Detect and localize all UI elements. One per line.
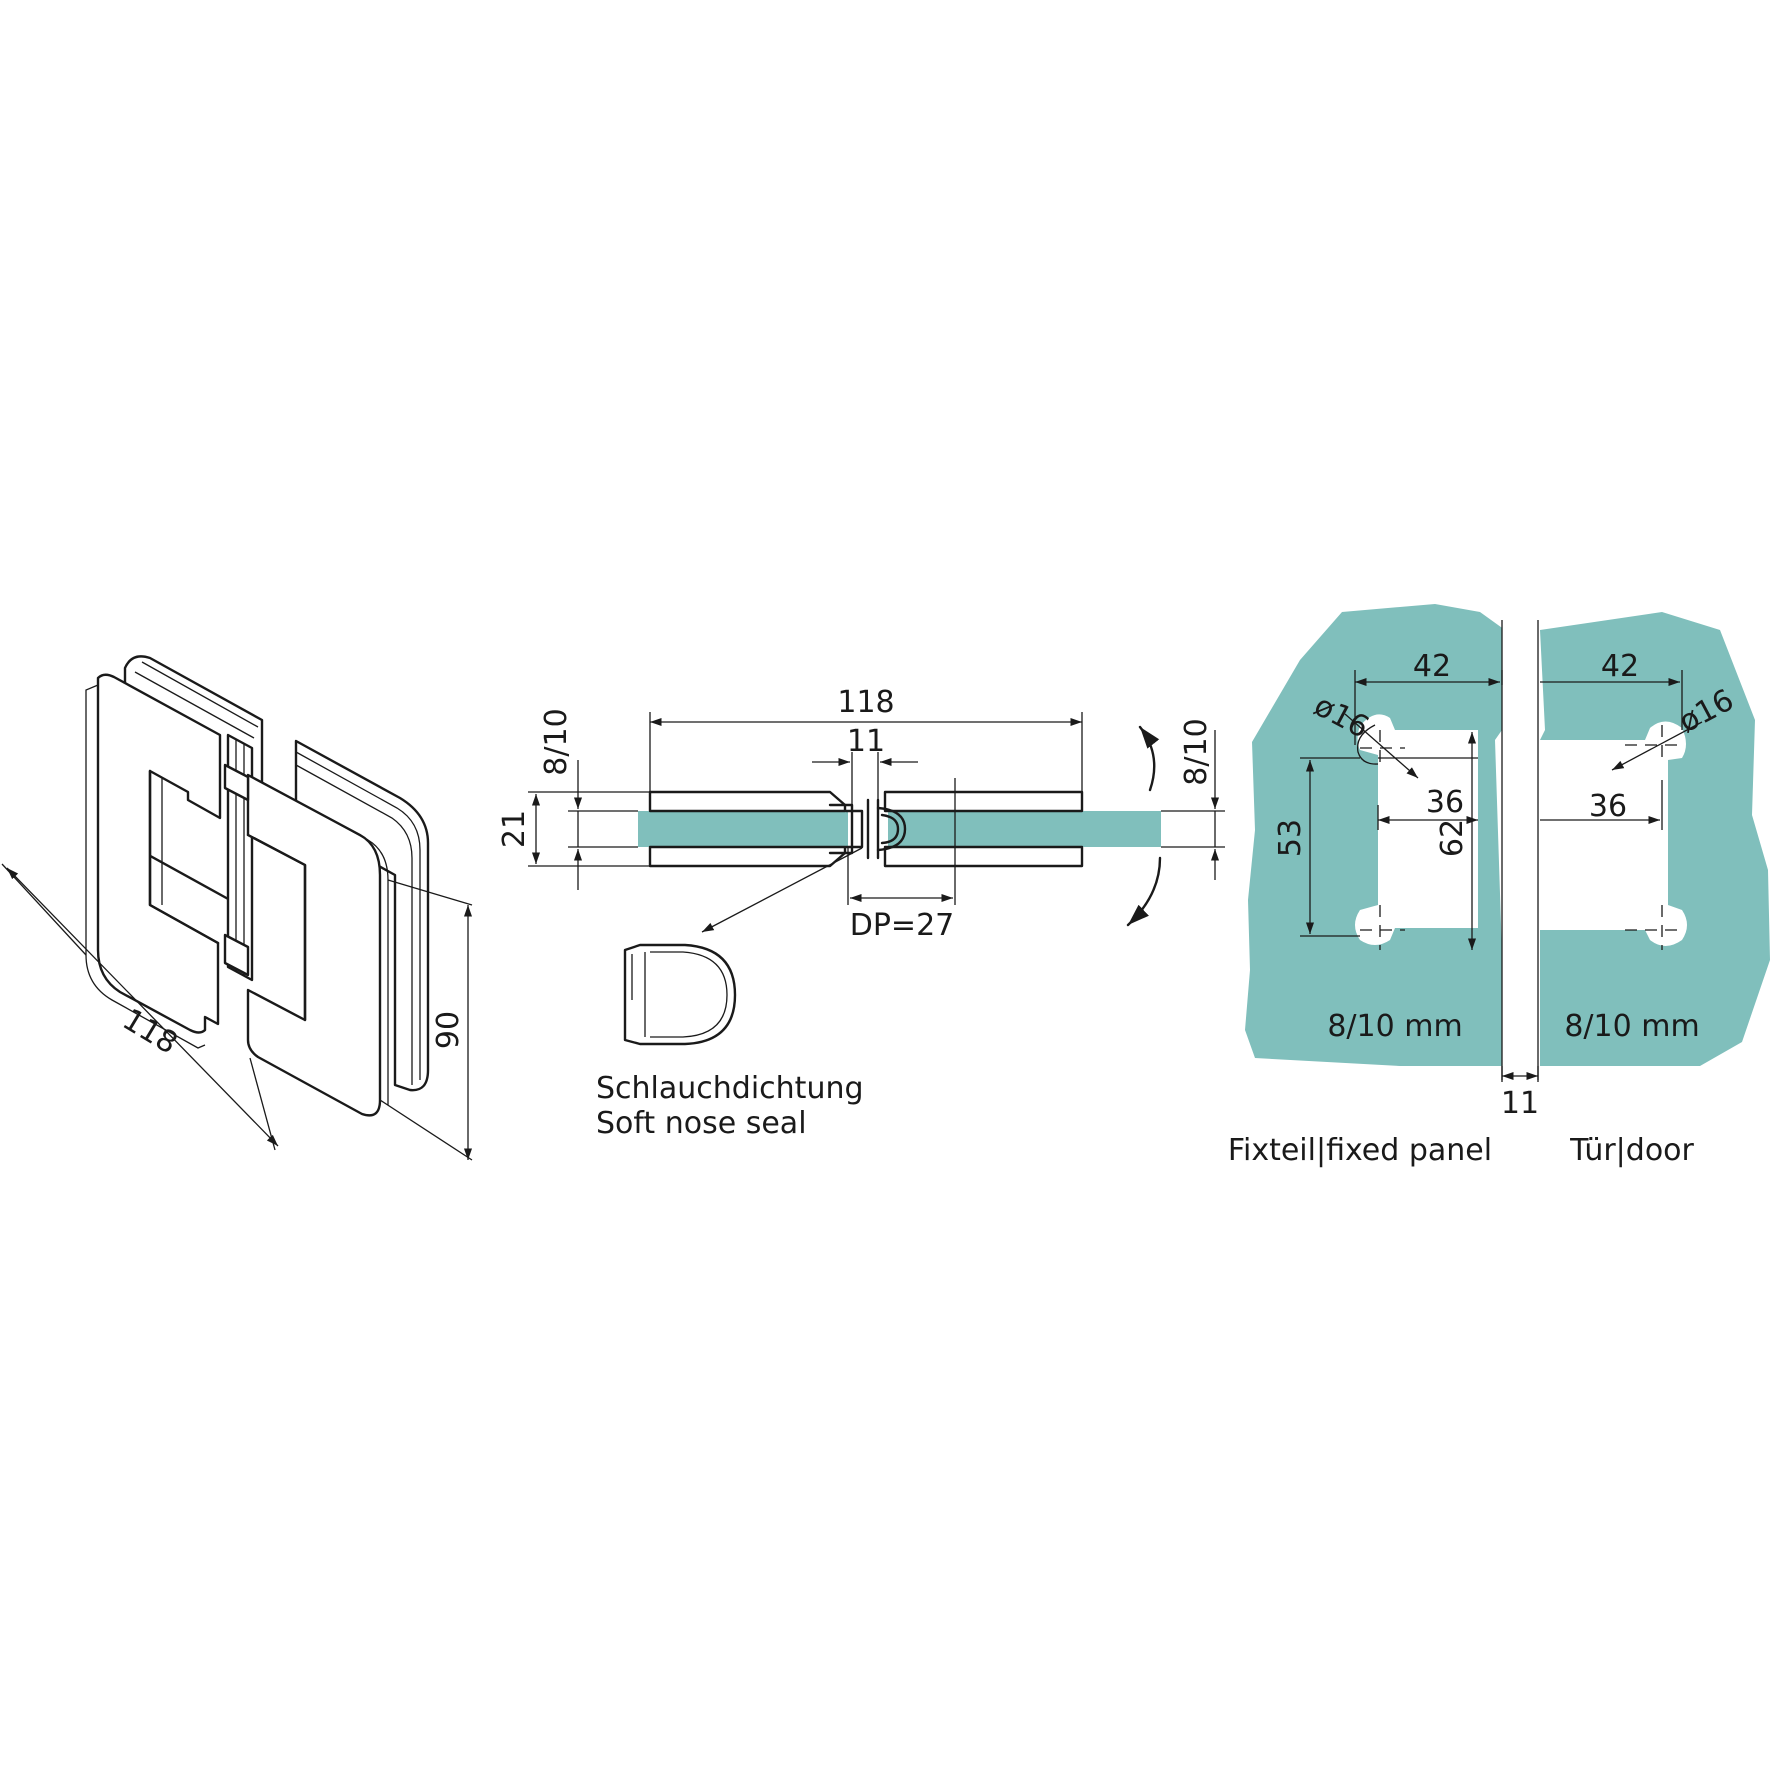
cutout-holes-right: [1625, 725, 1685, 950]
section-bottom-plate-right: [883, 845, 1084, 868]
rotation-arrow-up: [1138, 725, 1160, 792]
cutout-glass-fixed-panel: [1245, 604, 1505, 1066]
section-thickness-right: 8/10: [1179, 718, 1214, 785]
cutout-left-caption: Fixteil|fixed panel: [1228, 1133, 1492, 1168]
section-glass-left: [638, 811, 848, 847]
cutout-right-glass-label: 8/10 mm: [1564, 1009, 1699, 1044]
seal-label-en: Soft nose seal: [596, 1106, 807, 1141]
section-top-plate-left: [648, 790, 847, 813]
section-top-plate-right: [883, 790, 1084, 813]
section-bottom-plate-left: [648, 845, 847, 868]
cutout-right-width: 42: [1601, 649, 1639, 684]
seal-label-de: Schlauchdichtung: [596, 1071, 864, 1106]
cutout-gap-dimension: 11: [1501, 1086, 1539, 1121]
cutout-vertical-62: 62: [1435, 819, 1470, 857]
section-glass-right: [888, 811, 1161, 847]
cutout-vertical-53: 53: [1273, 819, 1308, 857]
cutout-left-spacing: 36: [1426, 785, 1464, 820]
cutout-glass-door: [1540, 612, 1770, 1066]
iso-width-dimension-line: [6, 867, 279, 1147]
cutout-right-spacing: 36: [1589, 789, 1627, 824]
isometric-view: 118 90: [1, 655, 473, 1161]
iso-height-dimension: 90: [431, 1011, 466, 1049]
section-gap-dimension: 11: [847, 724, 885, 759]
cutout-left-width: 42: [1413, 649, 1451, 684]
hinge-block-top: [223, 763, 250, 802]
section-dp-dimension: DP=27: [850, 908, 955, 943]
seal-profile-icon: [623, 943, 737, 1046]
section-height-dimension: 21: [497, 810, 532, 848]
section-thickness-left: 8/10: [539, 708, 574, 775]
section-view: 118 11 8/10 21 8/10 DP=27: [497, 685, 1225, 1141]
cutout-left-glass-label: 8/10 mm: [1327, 1009, 1462, 1044]
section-soft-seal: [876, 806, 907, 852]
rotation-arrow-down: [1126, 856, 1162, 927]
section-width-dimension: 118: [837, 685, 894, 720]
cutout-view: 42 42 ø16 ø16 36 36 53 62 8/10 mm 8/10 m…: [1228, 600, 1770, 1168]
cutout-right-caption: Tür|door: [1569, 1133, 1694, 1168]
